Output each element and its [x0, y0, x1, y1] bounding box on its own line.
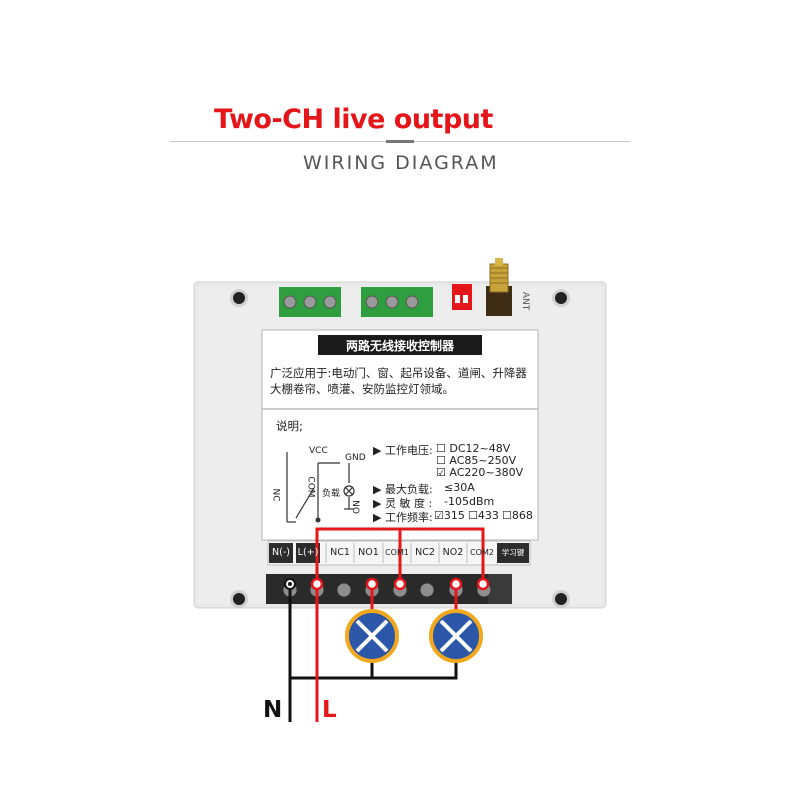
spec-voltage-option-3: ☑ AC220~380V: [436, 466, 524, 479]
spec-voltage-option-1: ☐ DC12~48V: [436, 442, 511, 455]
schematic-com: COM: [305, 476, 316, 498]
spec-frequency-option-3: ☐868: [502, 509, 533, 522]
spec-frequency-option-1: ☑315: [434, 509, 465, 522]
antenna-label: ANT: [520, 291, 531, 311]
applications-line-1: 广泛应用于:电动门、窗、起吊设备、道闸、升降器: [270, 366, 527, 380]
spec-sensitivity-label: ▶ 灵 敏 度 :: [373, 497, 433, 510]
schematic-nc: NC: [270, 488, 281, 502]
spec-sensitivity-value: -105dBm: [444, 495, 495, 508]
live-wire-bridge: [315, 527, 485, 584]
note-label: 说明;: [276, 419, 303, 433]
dip-switch: [452, 284, 472, 310]
learn-button: [488, 574, 512, 604]
schematic-no: NO: [349, 500, 360, 514]
terminal-label-com2: COM2: [470, 548, 494, 557]
title-divider-mark: [386, 140, 414, 143]
schematic-load: 负载: [322, 489, 341, 499]
terminal-label-no1: NO1: [358, 547, 379, 558]
terminal-label-nc1: NC1: [330, 547, 350, 558]
terminal-label-n: N(-): [272, 547, 290, 558]
spec-max-load-value: ≤30A: [444, 481, 475, 494]
lamp-icon: [345, 609, 399, 663]
panel-title: 两路无线接收控制器: [345, 339, 454, 353]
spec-voltage-label: ▶ 工作电压:: [373, 444, 433, 457]
terminal-label-nc2: NC2: [415, 547, 435, 558]
terminal-label-learn: 学习键: [501, 548, 525, 557]
relay-schematic: [286, 452, 355, 523]
live-wire: [315, 589, 458, 722]
spec-voltage-option-2: ☐ AC85~250V: [436, 454, 517, 467]
neutral-label: N: [263, 697, 283, 723]
diagram-title: Two-CH live output: [214, 104, 493, 135]
terminal-label-no2: NO2: [442, 547, 464, 558]
schematic-vcc: VCC: [309, 446, 328, 456]
spec-frequency-option-2: ☐433: [468, 509, 499, 522]
terminal-label-com1: COM1: [385, 548, 409, 557]
lamp-icon: [429, 609, 483, 663]
schematic-gnd: GND: [345, 453, 366, 463]
panel-title-bar: [318, 335, 482, 355]
live-label: L: [322, 697, 337, 723]
diagram-subtitle: WIRING DIAGRAM: [303, 152, 499, 174]
terminal-label-l: L(+): [297, 547, 319, 558]
mounting-hole-icon: [230, 289, 570, 608]
spec-frequency-label: ▶ 工作频率:: [373, 511, 433, 524]
applications-line-2: 大棚卷帘、喷灌、安防监控灯领域。: [270, 382, 454, 396]
spec-max-load-label: ▶ 最大负载:: [373, 483, 433, 496]
